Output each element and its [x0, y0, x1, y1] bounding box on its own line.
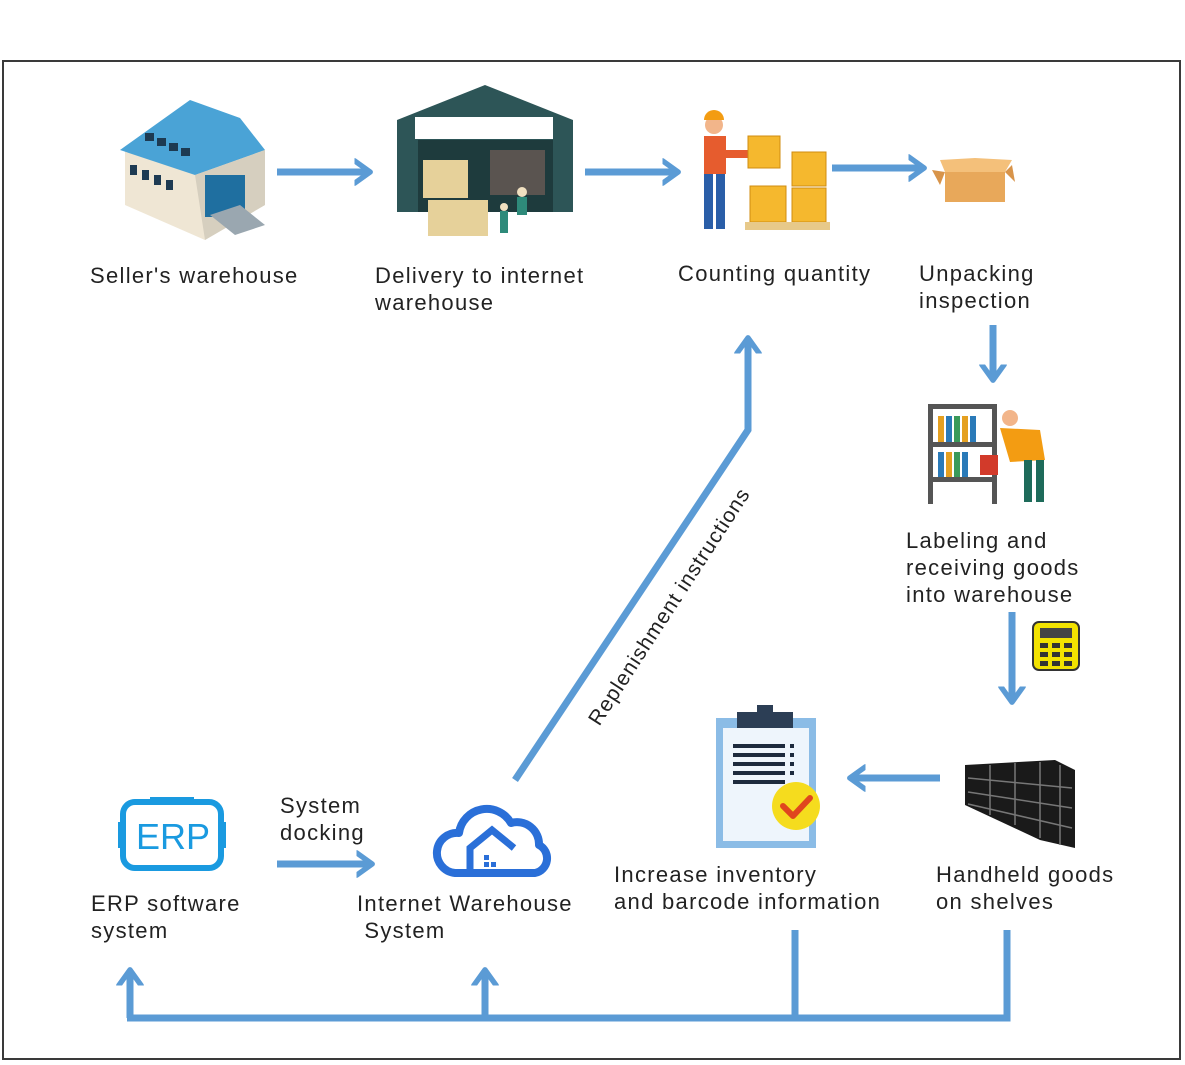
label-line: and barcode information [614, 889, 882, 914]
label-line: Counting quantity [678, 261, 872, 286]
clipboard-check-icon [716, 705, 820, 848]
label-iws: Internet Warehouse System [357, 890, 573, 944]
warehouse-interior-icon [397, 85, 573, 236]
label-line: Delivery to internet [375, 263, 585, 288]
warehouse-building-icon [120, 100, 265, 240]
label-line: on shelves [936, 889, 1055, 914]
label-line: Labeling and [906, 528, 1048, 553]
feedback-loop [127, 930, 1011, 1022]
worker-boxes-icon [704, 110, 830, 230]
label-line: docking [280, 820, 365, 845]
open-box-icon [932, 158, 1015, 202]
label-line: system [91, 918, 169, 943]
handheld-scanner-icon [1032, 621, 1080, 671]
label-line: Increase inventory [614, 862, 818, 887]
label-line: System [280, 793, 362, 818]
label-line: ERP software [91, 891, 241, 916]
erp-logo-text: ERP [136, 816, 210, 857]
label-line: warehouse [375, 290, 495, 315]
label-line: into warehouse [906, 582, 1074, 607]
label-line: receiving goods [906, 555, 1080, 580]
diagram-frame [2, 60, 1181, 1060]
shelves-icon [965, 760, 1075, 848]
shelf-worker-icon [928, 404, 1045, 504]
label-counting: Counting quantity [678, 260, 871, 287]
label-line: Seller's warehouse [90, 263, 299, 288]
erp-icon: ERP [118, 797, 226, 871]
arrow-replenishment [512, 340, 748, 782]
label-line: Handheld goods [936, 862, 1115, 887]
cloud-home-icon [432, 804, 552, 877]
label-seller-warehouse: Seller's warehouse [90, 262, 299, 289]
label-line: Unpacking [919, 261, 1035, 286]
label-line: inspection [919, 288, 1032, 313]
label-line: System [357, 918, 446, 943]
label-line: Internet Warehouse [357, 891, 573, 916]
